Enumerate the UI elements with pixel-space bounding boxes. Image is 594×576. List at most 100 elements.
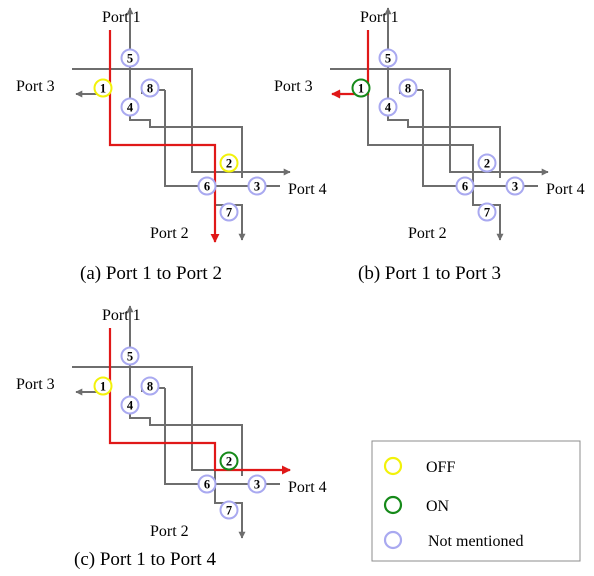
waveguide-line — [164, 388, 280, 485]
switch-2: 2 — [219, 451, 239, 471]
active-signal-path — [108, 328, 291, 475]
switch-8: 8 — [140, 376, 160, 396]
switch-5: 5 — [120, 48, 140, 68]
switch-number: 8 — [405, 81, 411, 95]
switch-circle — [219, 153, 239, 173]
switch-3: 3 — [247, 176, 267, 196]
switch-number: 4 — [127, 398, 134, 412]
off-swatch-icon — [383, 456, 403, 476]
switch-circle — [477, 153, 497, 173]
switch-number: 1 — [100, 81, 106, 95]
not-mentioned-swatch-icon — [383, 530, 403, 550]
switch-circle — [477, 202, 497, 222]
switch-circle — [140, 78, 160, 98]
switch-number: 1 — [100, 379, 106, 393]
switch-circle — [219, 451, 239, 471]
port3-label: Port 3 — [16, 376, 55, 393]
switch-circle — [140, 376, 160, 396]
panel-b-caption: (b) Port 1 to Port 3 — [358, 263, 501, 284]
switch-3: 3 — [247, 474, 267, 494]
switch-circle — [247, 176, 267, 196]
switch-circle — [120, 97, 140, 117]
switch-circle — [378, 97, 398, 117]
switch-circle — [197, 474, 217, 494]
switch-number: 5 — [385, 51, 391, 65]
switch-3: 3 — [505, 176, 525, 196]
switch-8: 8 — [140, 78, 160, 98]
port2-label: Port 2 — [408, 225, 447, 242]
legend-label: Not mentioned — [428, 533, 524, 550]
switch-4: 4 — [120, 97, 140, 117]
switch-number: 3 — [512, 179, 518, 193]
switch-number: 2 — [484, 156, 490, 170]
port2-label: Port 2 — [150, 523, 189, 540]
waveguide-line — [164, 90, 280, 187]
port3-label: Port 3 — [16, 78, 55, 95]
legend-item-not-mentioned: Not mentioned — [383, 530, 524, 550]
switch-number: 3 — [254, 179, 260, 193]
switch-1: 1 — [93, 78, 113, 98]
waveguide-line — [330, 68, 546, 173]
switch-circle — [197, 176, 217, 196]
switch-circle — [120, 346, 140, 366]
switch-circle — [247, 474, 267, 494]
switch-2: 2 — [219, 153, 239, 173]
switch-circle — [120, 48, 140, 68]
switch-6: 6 — [197, 474, 217, 494]
switch-circle — [93, 376, 113, 396]
panel-a-caption: (a) Port 1 to Port 2 — [80, 263, 222, 284]
switch-circle — [219, 202, 239, 222]
waveguide-line — [422, 90, 538, 187]
switch-number: 7 — [484, 205, 490, 219]
panel-c: 5 1 84 26 3 7 Port 1 Port 3 Port 4 Port 2 — [16, 305, 327, 540]
port4-label: Port 4 — [546, 181, 585, 198]
legend: OFF ON Not mentioned — [371, 440, 581, 562]
port2-label: Port 2 — [150, 225, 189, 242]
waveguide-line — [72, 68, 288, 173]
switch-number: 4 — [385, 100, 392, 114]
port1-label: Port 1 — [360, 9, 399, 26]
switch-2: 2 — [477, 153, 497, 173]
switch-circle — [505, 176, 525, 196]
legend-box — [371, 440, 581, 562]
panel-a: 5 1 84 2 6 3 7 Port 1 Port 3 Port 4 Port 2 — [16, 7, 327, 243]
legend-item-off: OFF — [383, 456, 455, 476]
port4-label: Port 4 — [288, 479, 327, 496]
panel-c-caption: (c) Port 1 to Port 4 — [74, 549, 216, 570]
switch-7: 7 — [477, 202, 497, 222]
port4-label: Port 4 — [288, 181, 327, 198]
switch-number: 5 — [127, 349, 133, 363]
switch-circle — [351, 78, 371, 98]
legend-label: OFF — [426, 459, 455, 476]
switch-1: 1 — [351, 78, 371, 98]
switch-7: 7 — [219, 202, 239, 222]
switch-number: 3 — [254, 477, 260, 491]
active-signal-path — [108, 30, 220, 243]
switch-number: 4 — [127, 100, 134, 114]
legend-item-on: ON — [383, 495, 450, 515]
switch-7: 7 — [219, 500, 239, 520]
switch-number: 2 — [226, 156, 232, 170]
switch-5: 5 — [120, 346, 140, 366]
port1-label: Port 1 — [102, 9, 141, 26]
switch-number: 1 — [358, 81, 364, 95]
switch-circle — [378, 48, 398, 68]
switch-number: 8 — [147, 379, 153, 393]
switch-4: 4 — [378, 97, 398, 117]
switch-number: 7 — [226, 205, 232, 219]
switch-1: 1 — [93, 376, 113, 396]
switch-8: 8 — [398, 78, 418, 98]
switch-number: 6 — [462, 179, 468, 193]
switch-6: 6 — [455, 176, 475, 196]
switch-circle — [398, 78, 418, 98]
switch-number: 5 — [127, 51, 133, 65]
switch-circle — [455, 176, 475, 196]
switch-number: 6 — [204, 179, 210, 193]
switch-number: 6 — [204, 477, 210, 491]
legend-label: ON — [426, 498, 450, 515]
switch-circle — [219, 500, 239, 520]
port1-label: Port 1 — [102, 307, 141, 324]
